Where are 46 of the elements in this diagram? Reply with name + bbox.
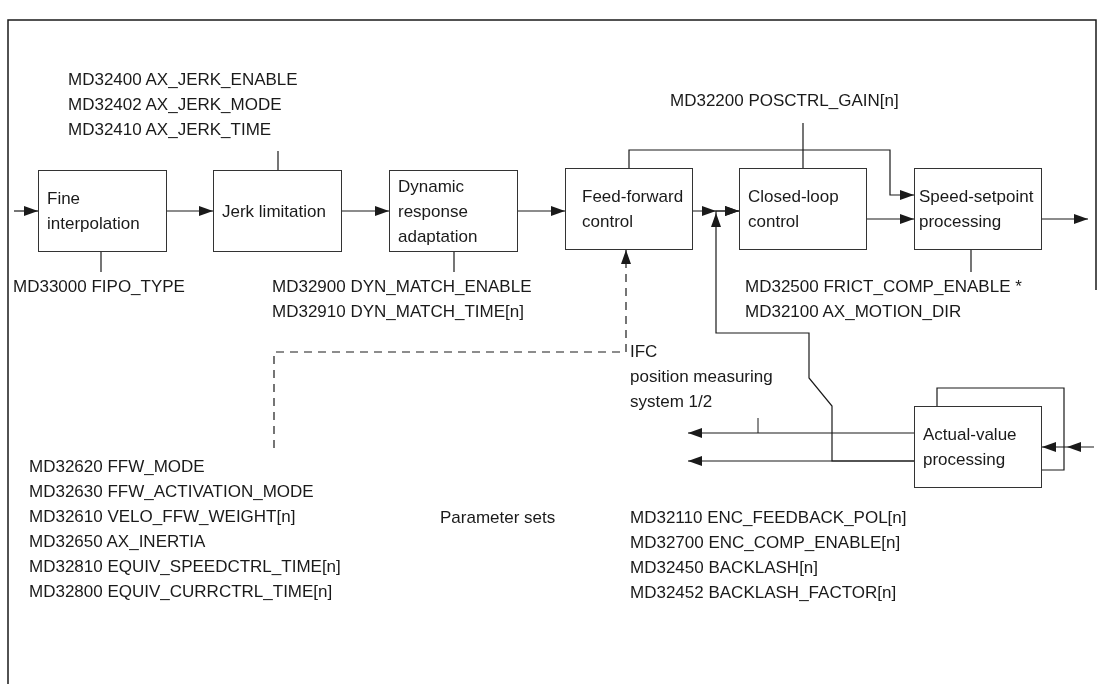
parameter-text: MD32910 DYN_MATCH_TIME[n] <box>272 301 524 323</box>
process-box: Jerk limitation <box>213 170 342 252</box>
process-box: Dynamic response adaptation <box>389 170 518 252</box>
arrow <box>687 428 915 438</box>
connector-line <box>100 251 102 273</box>
parameter-text: MD32700 ENC_COMP_ENABLE[n] <box>630 532 902 554</box>
process-box: Speed-setpoint processing <box>914 168 1042 250</box>
process-box: Actual-value processing <box>914 406 1042 488</box>
connector-line <box>802 122 804 169</box>
connector-line <box>970 249 972 273</box>
parameter-text: MD32800 EQUIV_CURRCTRL_TIME[n] <box>29 581 333 603</box>
connector-line <box>277 150 279 171</box>
arrow <box>1041 442 1095 452</box>
arrow <box>166 206 214 216</box>
parameter-text: MD32500 FRICT_COMP_ENABLE * <box>745 276 1022 298</box>
note-text: position measuring system 1/2 <box>630 366 774 413</box>
arrow <box>1041 214 1089 224</box>
parameter-text: MD32100 AX_MOTION_DIR <box>745 301 962 323</box>
dashed-arrow <box>273 249 631 449</box>
parameter-text: MD33000 FIPO_TYPE <box>13 276 185 298</box>
parameter-text: MD32810 EQUIV_SPEEDCTRL_TIME[n] <box>29 556 341 578</box>
parameter-text: MD32650 AX_INERTIA <box>29 531 206 553</box>
connector-line <box>453 251 455 273</box>
parameter-text: MD32450 BACKLASH[n] <box>630 557 820 579</box>
parameter-text: MD32900 DYN_MATCH_ENABLE <box>272 276 532 298</box>
parameter-text: MD32630 FFW_ACTIVATION_MODE <box>29 481 314 503</box>
arrow <box>517 206 566 216</box>
arrow <box>628 149 915 200</box>
process-box: Feed-forward control <box>565 168 693 250</box>
parameter-text: MD32410 AX_JERK_TIME <box>68 119 272 141</box>
note-text: IFC <box>630 341 659 363</box>
parameter-text: MD32610 VELO_FFW_WEIGHT[n] <box>29 506 296 528</box>
note-text: Parameter sets <box>440 507 557 529</box>
parameter-text: MD32620 FFW_MODE <box>29 456 205 478</box>
arrow <box>866 214 915 224</box>
arrow <box>13 206 39 216</box>
process-box: Closed-loop control <box>739 168 867 250</box>
parameter-text: MD32452 BACKLASH_FACTOR[n] <box>630 582 898 604</box>
arrow <box>341 206 390 216</box>
parameter-text: MD32402 AX_JERK_MODE <box>68 94 282 116</box>
process-box: Fine interpolation <box>38 170 167 252</box>
arrow <box>711 206 915 462</box>
parameter-text: MD32400 AX_JERK_ENABLE <box>68 69 298 91</box>
parameter-text: MD32200 POSCTRL_GAIN[n] <box>670 90 899 112</box>
parameter-text: MD32110 ENC_FEEDBACK_POL[n] <box>630 507 908 529</box>
connector-line <box>936 387 1065 471</box>
